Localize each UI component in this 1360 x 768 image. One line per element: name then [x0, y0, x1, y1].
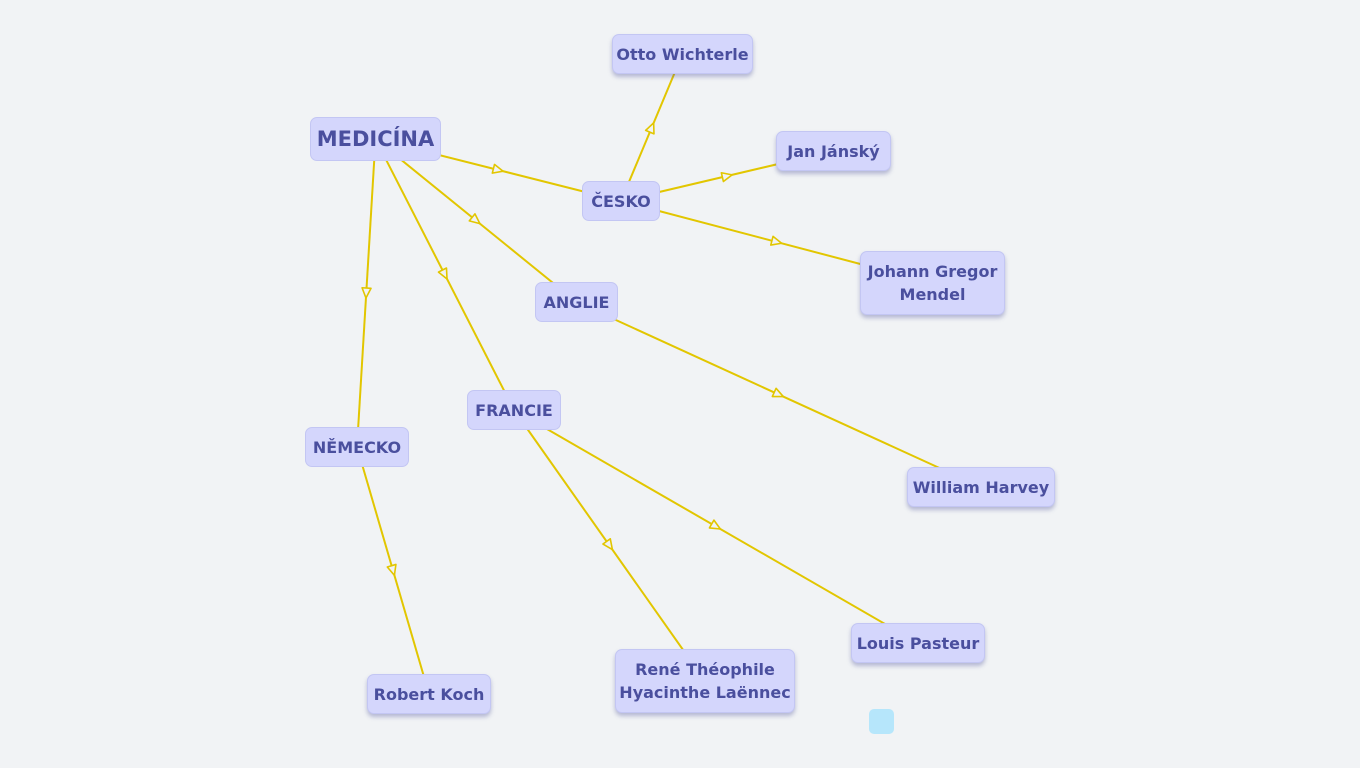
node-label: NĚMECKO [312, 437, 402, 457]
node-william-harvey[interactable]: William Harvey [907, 467, 1055, 507]
node-francie[interactable]: FRANCIE [467, 390, 561, 430]
edge-arrow-icon [361, 286, 372, 299]
edge-arrow-icon [708, 519, 722, 530]
node-jan-jansky[interactable]: Jan Jánský [776, 131, 891, 171]
node-nemecko[interactable]: NĚMECKO [305, 427, 409, 467]
node-label: Johann Gregor Mendel [867, 262, 998, 304]
node-cesko[interactable]: ČESKO [582, 181, 660, 221]
node-label: René Théophile Hyacinthe Laënnec [619, 660, 791, 702]
edge-arrow-icon [720, 171, 733, 183]
node-label: MEDICÍNA [316, 126, 435, 151]
node-otto-wichterle[interactable]: Otto Wichterle [612, 34, 753, 74]
node-label: Louis Pasteur [856, 633, 980, 653]
node-label: ČESKO [591, 191, 651, 211]
node-anglie[interactable]: ANGLIE [535, 282, 618, 322]
node-label: Jan Jánský [787, 141, 880, 161]
node-robert-koch[interactable]: Robert Koch [367, 674, 491, 714]
edge-arrow-icon [468, 213, 481, 225]
edge-arrow-icon [386, 563, 397, 577]
edge-arrow-icon [769, 235, 783, 246]
edge-arrow-icon [491, 163, 504, 174]
node-label: FRANCIE [475, 400, 553, 420]
node-label: ANGLIE [543, 292, 610, 312]
node-louis-pasteur[interactable]: Louis Pasteur [851, 623, 985, 663]
new-node-handle[interactable] [869, 709, 894, 734]
node-label: Robert Koch [373, 684, 485, 704]
node-medicina[interactable]: MEDICÍNA [310, 117, 441, 161]
edge-arrow-icon [602, 538, 614, 551]
node-johann-gregor-mendel[interactable]: Johann Gregor Mendel [860, 251, 1005, 315]
edge-arrow-icon [437, 267, 448, 280]
node-rene-laennec[interactable]: René Théophile Hyacinthe Laënnec [615, 649, 795, 713]
edge-arrow-icon [644, 122, 655, 135]
node-label: Otto Wichterle [616, 44, 749, 64]
node-label: William Harvey [912, 477, 1050, 497]
edge-arrow-icon [771, 387, 785, 398]
